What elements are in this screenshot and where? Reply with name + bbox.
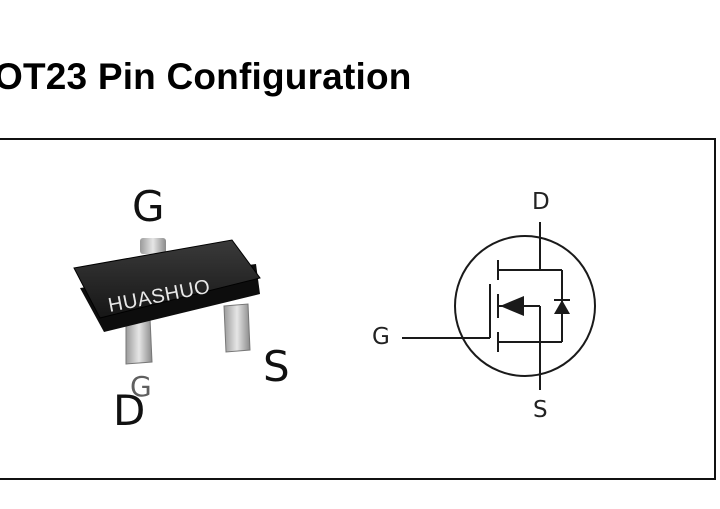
package-pin-bottom-right [223,303,251,353]
mosfet-symbol [402,222,596,390]
package-pin-label-gate: G [132,182,165,231]
symbol-label-drain: D [532,189,550,215]
symbol-label-gate: G [372,324,390,350]
mosfet-circle [454,235,596,377]
package-pin-label-source: S [263,342,290,391]
sot23-package-illustration: HUASHUO [73,238,261,365]
package-body [73,239,261,319]
package-pin-top [140,238,166,254]
diagram-frame [0,138,716,480]
package-pin-label-drain: D [113,386,146,435]
page-title: OT23 Pin Configuration [0,56,412,97]
package-pin-label-overlap: G [130,370,152,403]
body-diode [554,300,570,314]
symbol-label-source: S [533,397,548,423]
channel-arrow [500,296,524,316]
